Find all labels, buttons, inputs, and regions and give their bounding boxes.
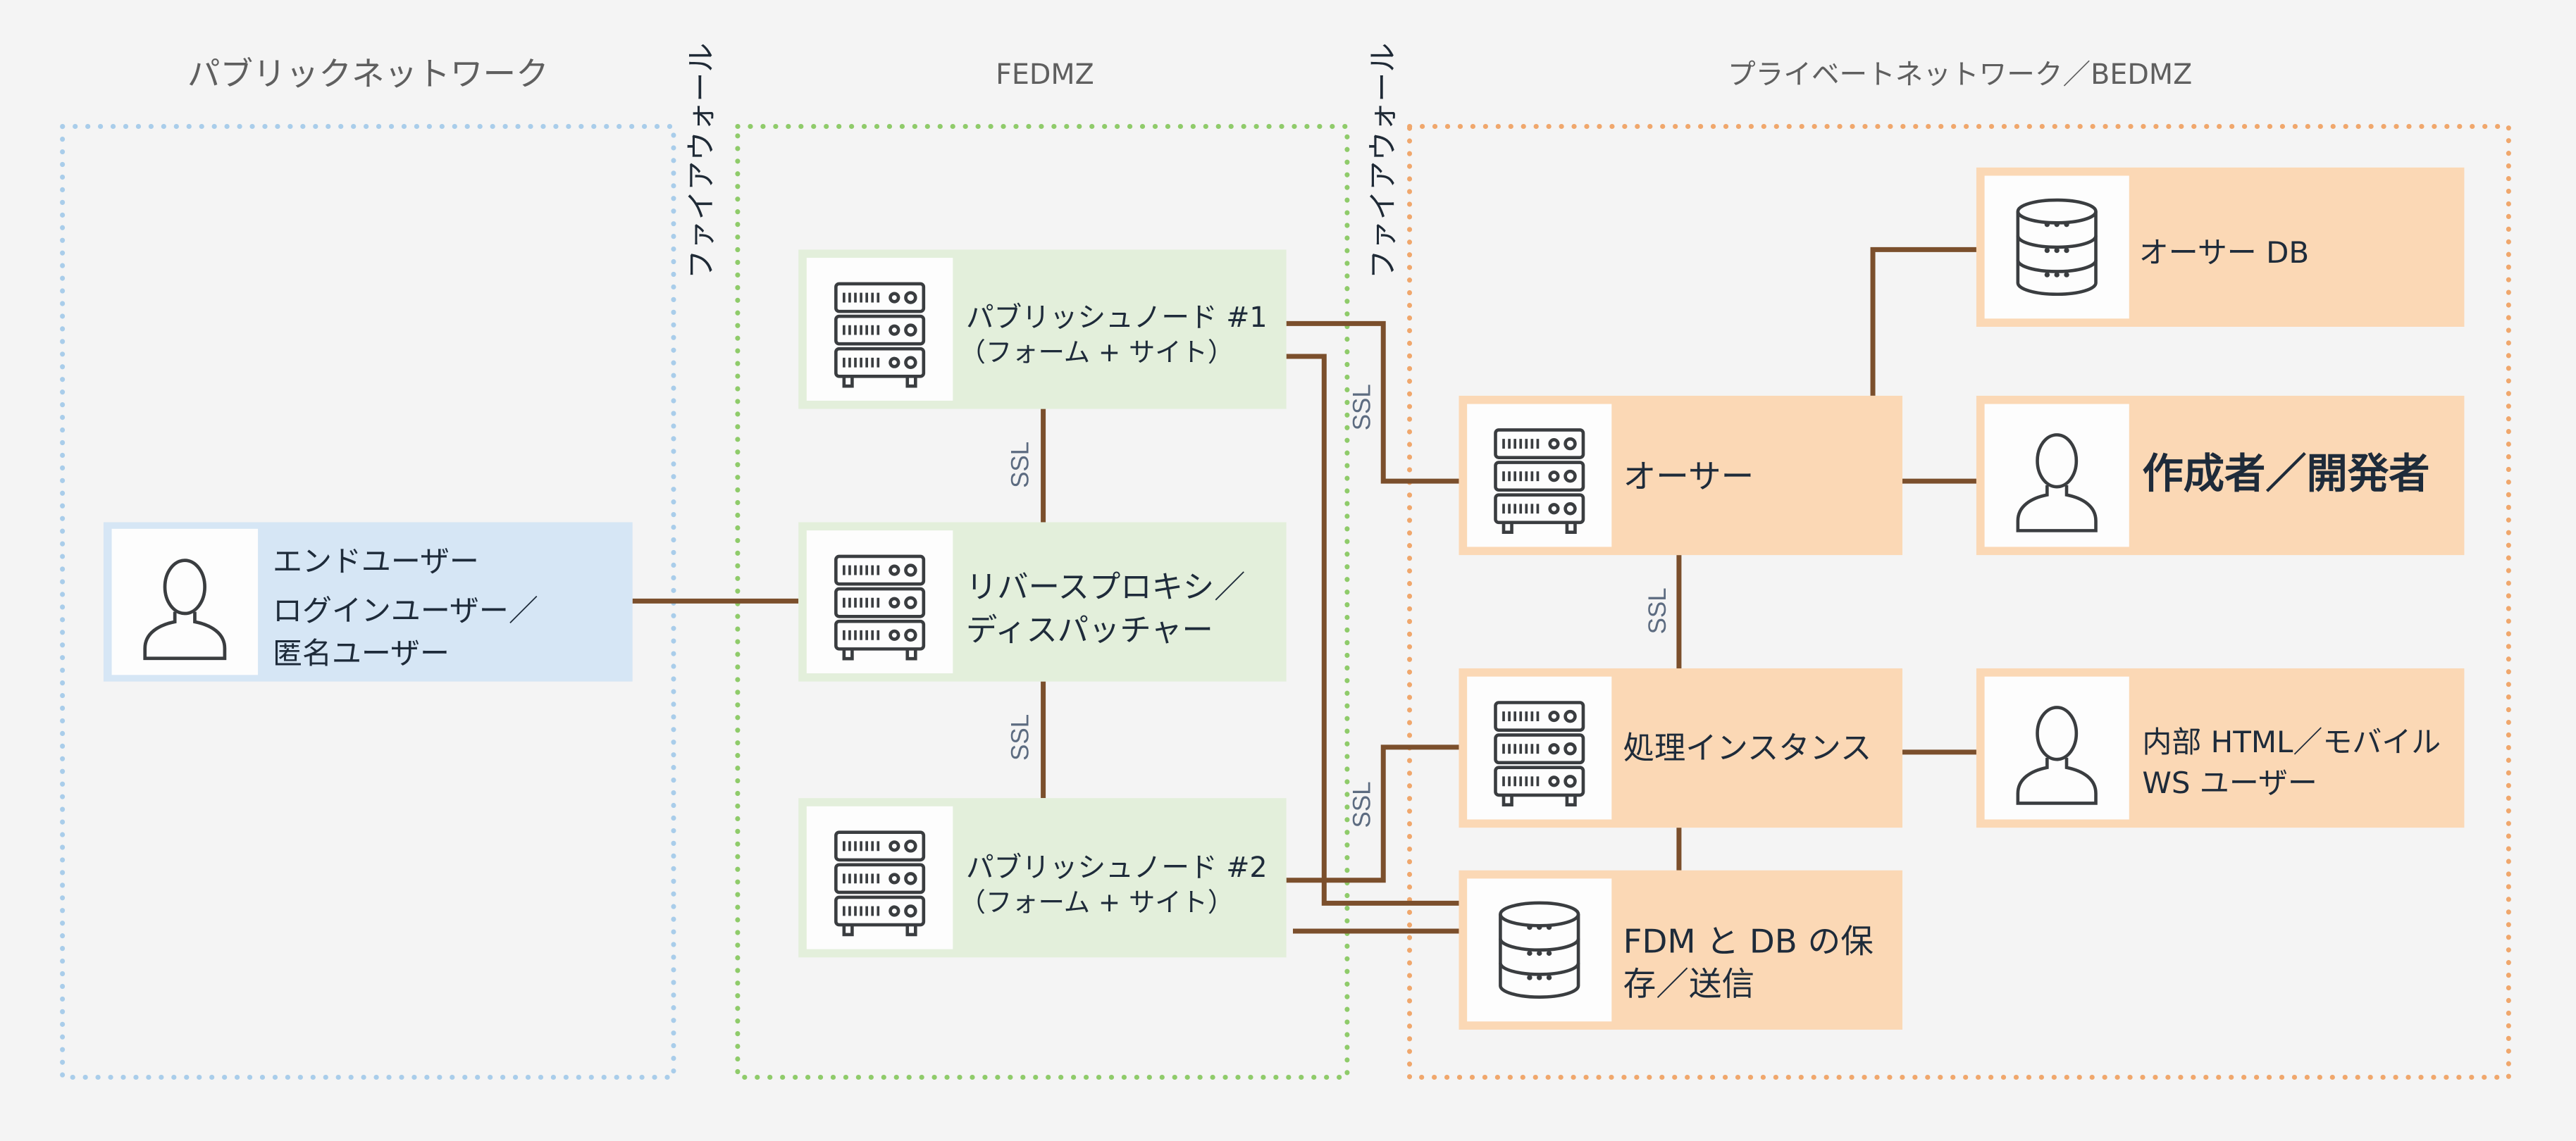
node-fdm-storage-line-1: FDM と DB の保 [1623,922,1874,960]
node-creator-line-1: 作成者／開発者 [2142,449,2429,497]
firewall-label-outer: ファイアウォール [683,43,718,280]
node-author-db-line-1: オーサー DB [2139,235,2309,270]
node-publish-2: パブリッシュノード #2 （フォーム + サイト） [798,798,1287,958]
connector-publish1-fdm [1286,354,1459,906]
ssl-label-publish1-proxy: SSL [1007,442,1034,488]
node-internal-users-icon-bg [1984,676,2129,820]
node-reverse-proxy-icon-bg [806,530,953,673]
zone-title-fedmz: FEDMZ [996,58,1094,91]
node-reverse-proxy-line-1: リバースプロキシ／ [966,570,1245,606]
node-processing-line-1: 処理インスタンス [1623,730,1872,766]
node-publish-1-line-2: （フォーム + サイト） [960,337,1234,368]
connector-author-authordb [1870,247,1976,396]
node-reverse-proxy: リバースプロキシ／ ディスパッチャー [798,522,1287,682]
node-end-user-line-1: エンドユーザー [273,544,479,578]
node-end-user-line-3: 匿名ユーザー [273,636,450,671]
connectors [632,247,1976,934]
node-publish-1-icon-bg [806,258,953,401]
node-publish-2-line-2: （フォーム + サイト） [960,887,1234,918]
node-internal-users-line-1: 内部 HTML／モバイル [2142,725,2441,759]
node-fdm-storage: FDM と DB の保 存／送信 [1459,870,1903,1030]
node-processing-instance: 処理インスタンス [1459,668,1903,828]
node-author-db: オーサー DB [1976,167,2465,327]
node-creator-developer: 作成者／開発者 [1976,395,2465,556]
node-author-icon-bg [1467,404,1612,547]
node-author-line-1: オーサー [1623,457,1754,495]
node-publish-2-icon-bg [806,806,953,949]
ssl-label-publish1-author: SSL [1348,384,1375,430]
node-creator-icon-bg [1984,404,2129,547]
node-publish-1-line-1: パブリッシュノード #1 [966,301,1268,334]
node-publish-2-line-1: パブリッシュノード #2 [966,852,1268,884]
ssl-label-publish2-processing: SSL [1348,781,1375,828]
ssl-label-proxy-publish2: SSL [1007,714,1034,761]
node-reverse-proxy-line-2: ディスパッチャー [966,612,1213,648]
node-end-user-line-2: ログインユーザー／ [273,593,538,628]
node-fdm-storage-line-2: 存／送信 [1623,965,1755,1003]
zone-title-public-network: パブリックネットワーク [187,55,549,93]
zone-title-private-network: プライベートネットワーク／BEDMZ [1728,58,2192,91]
node-internal-users-line-2: WS ユーザー [2142,766,2317,800]
node-end-user-icon-bg [111,528,259,675]
node-end-user: エンドユーザー ログインユーザー／ 匿名ユーザー [103,522,633,682]
node-internal-users: 内部 HTML／モバイル WS ユーザー [1976,668,2465,828]
node-processing-icon-bg [1467,676,1612,820]
connector-publish2-processing [1286,744,1459,883]
node-author: オーサー [1459,395,1903,556]
node-publish-1: パブリッシュノード #1 （フォーム + サイト） [798,249,1287,409]
connector-publish1-author [1286,320,1459,484]
ssl-label-author-processing: SSL [1644,587,1671,634]
firewall-label-inner: ファイアウォール [1366,43,1400,280]
